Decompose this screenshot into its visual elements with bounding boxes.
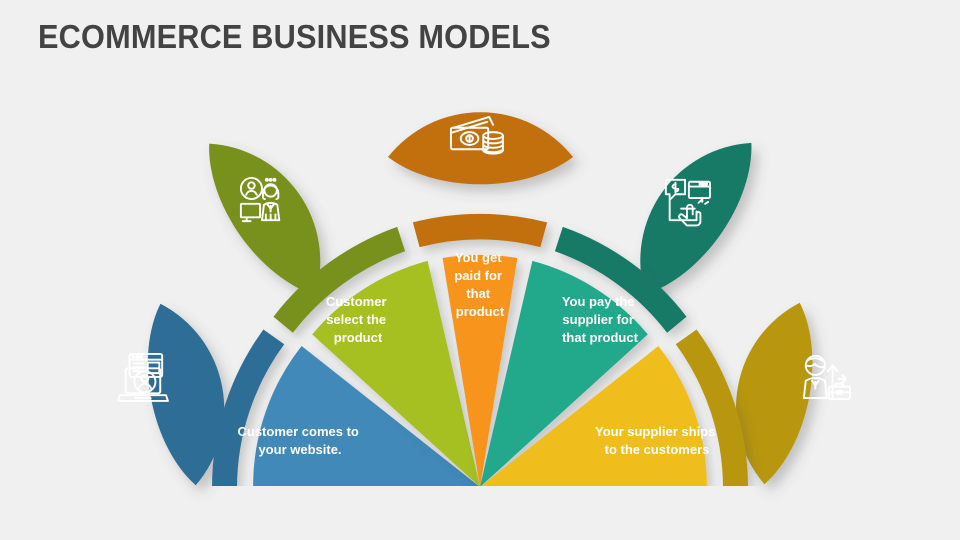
wedge-segment-2[interactable]	[312, 260, 480, 487]
petal-segment-3[interactable]	[388, 112, 573, 185]
petal-icon-group	[117, 115, 851, 402]
wedge-label-1: Customer comes to your website.	[238, 424, 363, 457]
online-payment-click-icon	[664, 178, 711, 227]
petal-segment-1[interactable]	[134, 295, 240, 490]
wedge-label-3: You get paid for that product	[454, 250, 505, 319]
arc-ribbon-2[interactable]	[273, 226, 406, 333]
laptop-browser-user-icon	[117, 352, 169, 402]
cash-coins-money-icon	[449, 115, 504, 155]
businessman-growth-briefcase-icon	[802, 354, 851, 401]
wedge-group	[253, 254, 707, 487]
arc-ribbon-3[interactable]	[412, 213, 548, 248]
wedge-segment-3[interactable]	[442, 254, 518, 487]
wedge-label-4: You pay the supplier for that product	[562, 294, 639, 345]
wedge-segment-5[interactable]	[480, 346, 707, 487]
wedge-label-2: Customer select the product	[326, 294, 390, 345]
arc-ribbon-1[interactable]	[212, 329, 285, 488]
wedge-label-5: Your supplier ships to the customers	[595, 424, 719, 457]
wedge-segment-4[interactable]	[480, 260, 648, 487]
support-agent-monitor-icon	[239, 176, 281, 223]
arc-ribbon-group	[212, 213, 748, 488]
petal-shape-3	[388, 112, 573, 185]
arc-ribbon-5[interactable]	[675, 329, 748, 488]
petal-shape-5	[736, 302, 813, 485]
wedge-segment-1[interactable]	[253, 346, 480, 487]
arc-ribbon-4[interactable]	[554, 226, 687, 333]
petal-segment-5[interactable]	[721, 294, 827, 489]
page-title: ECOMMERCE BUSINESS MODELS	[38, 18, 551, 55]
petal-shape-1	[147, 303, 225, 486]
petal-group	[134, 112, 827, 490]
wedge-label-group: Customer comes to your website. Customer…	[238, 250, 719, 457]
